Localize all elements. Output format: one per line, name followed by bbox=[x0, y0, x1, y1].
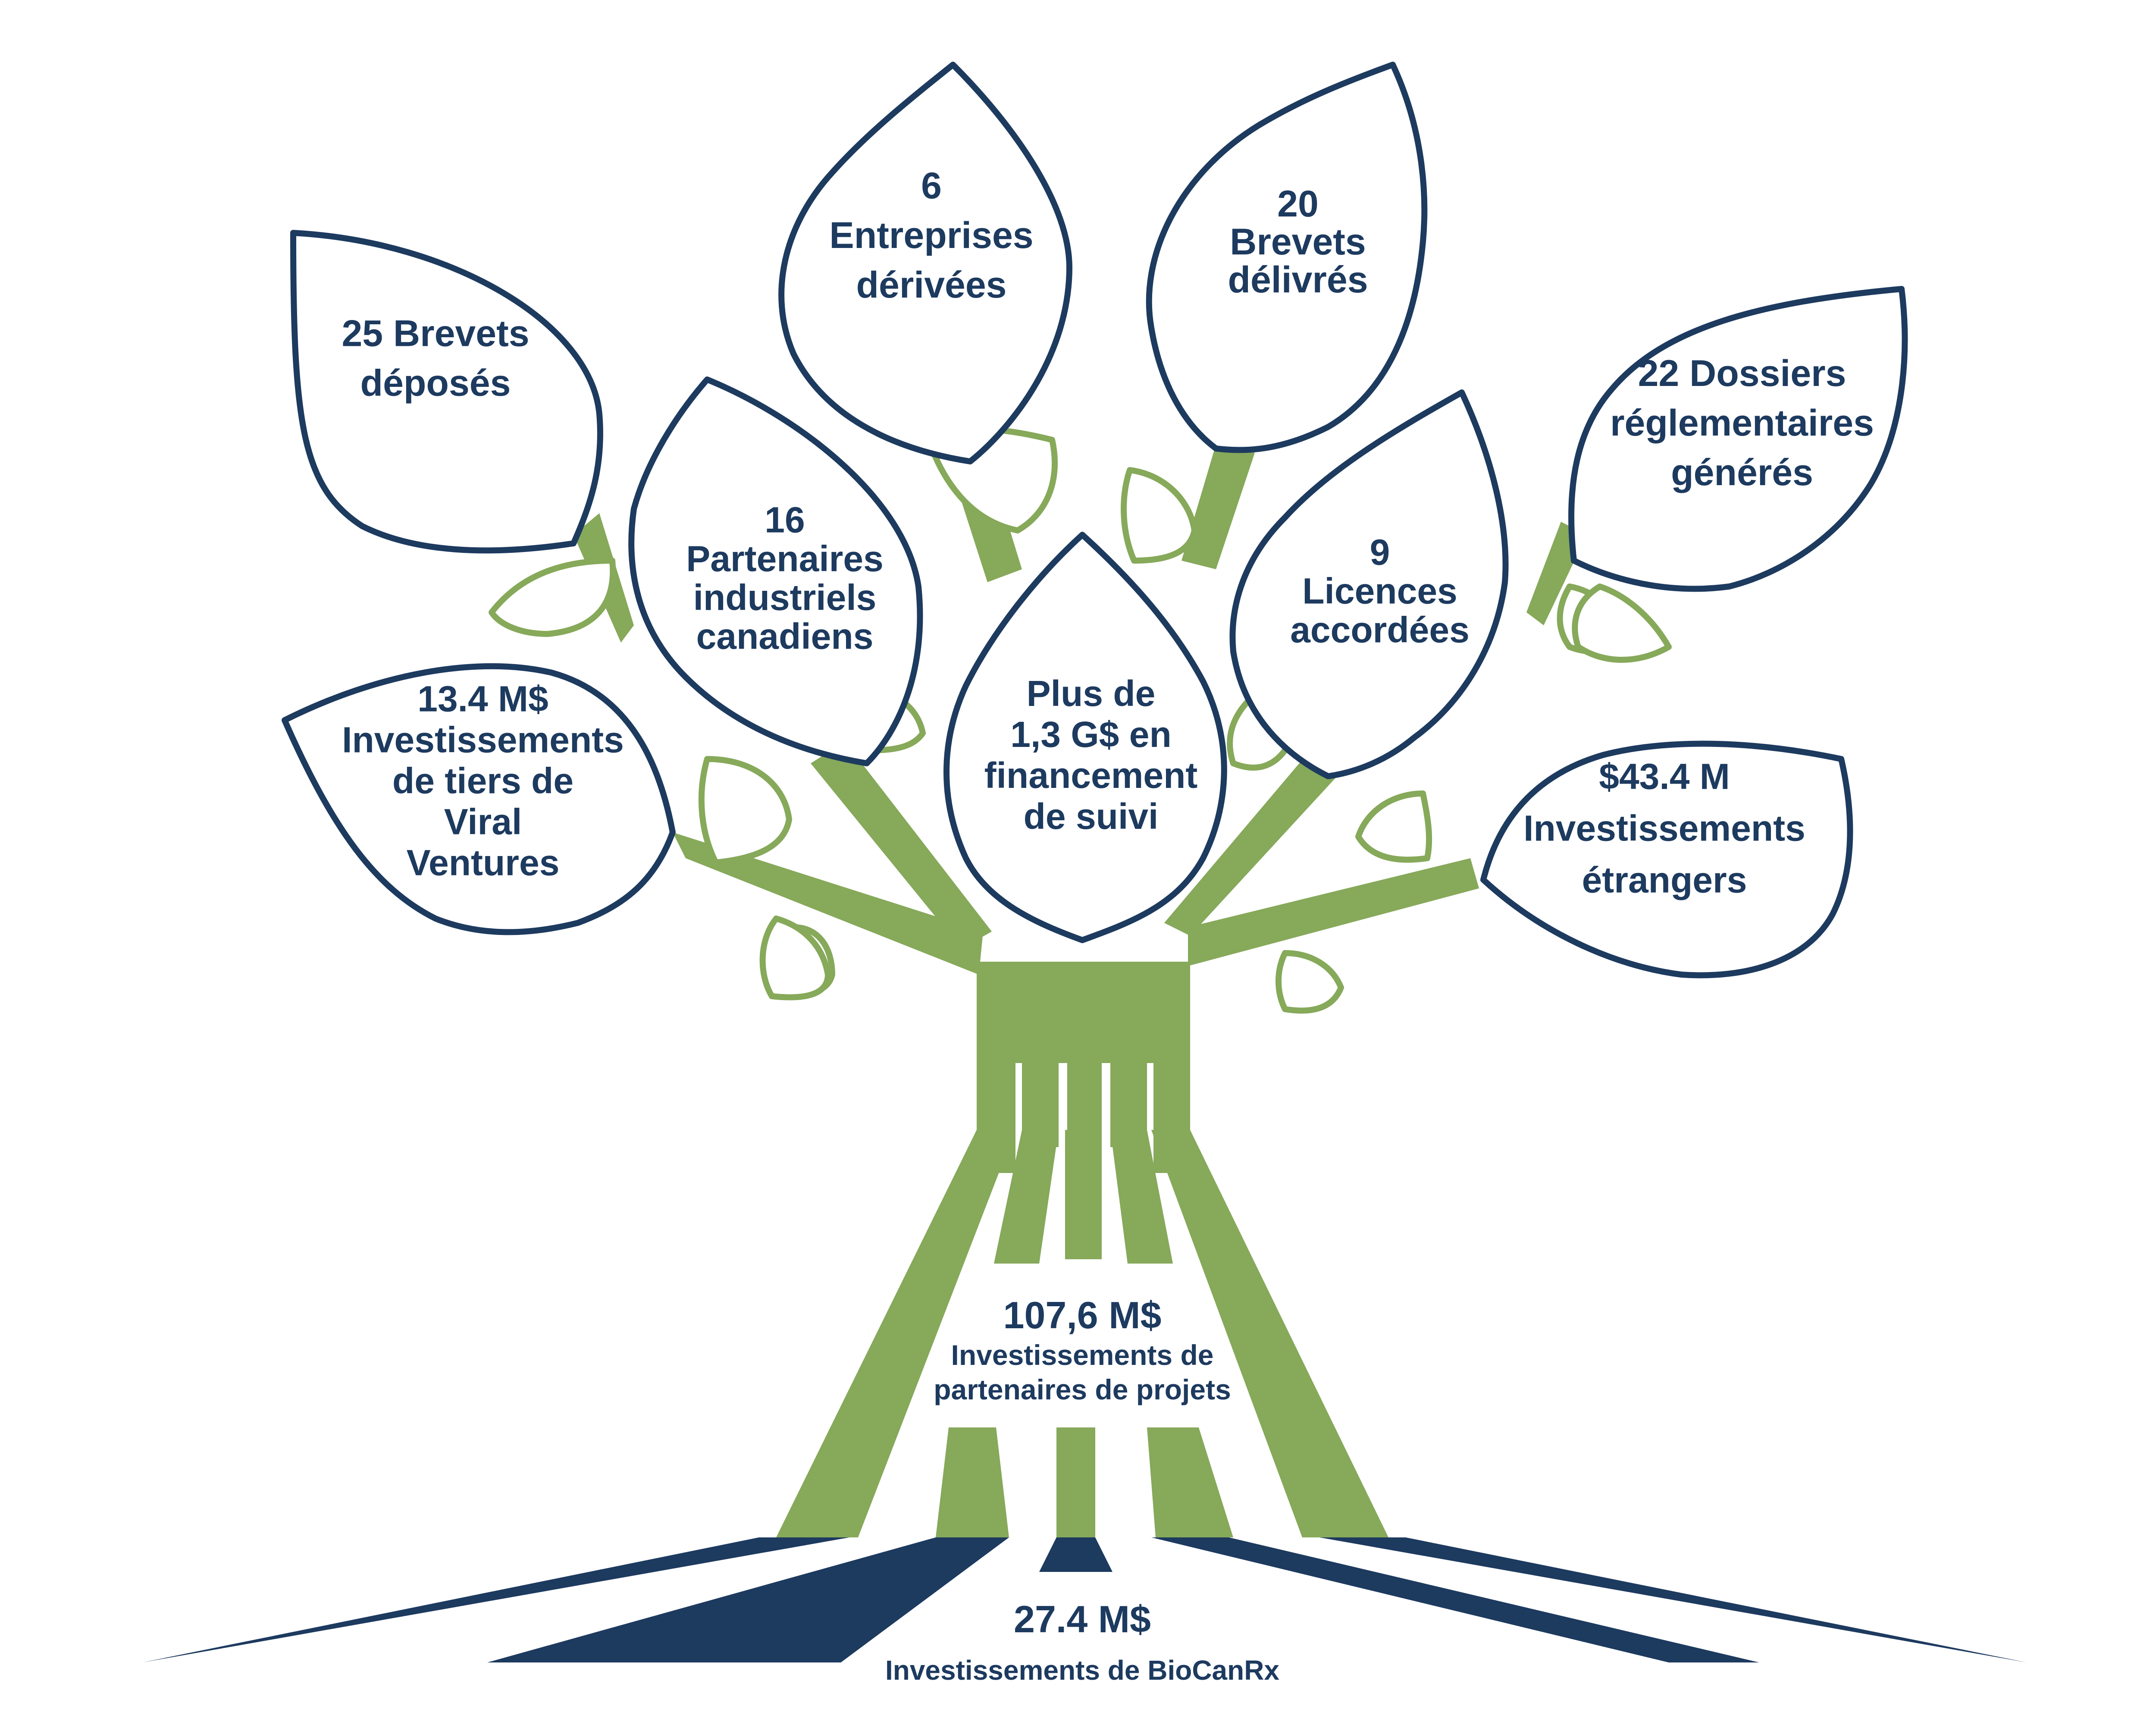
root-far-left bbox=[142, 1537, 849, 1662]
leaf-label-financement-suivi-line-3: financement bbox=[984, 755, 1198, 796]
root-far-right bbox=[1319, 1537, 2027, 1662]
small-leaf-icon bbox=[1355, 790, 1432, 863]
branch-left-diagonal bbox=[811, 742, 992, 949]
trunk-strand-center bbox=[1065, 1130, 1102, 1259]
leaf-label-investissements-etrangers-line-2: Investissements bbox=[1523, 808, 1805, 848]
leaf-label-investissements-etrangers-line-1: $43.4 M bbox=[1599, 756, 1730, 797]
roots-amount: 27.4 M$ bbox=[1014, 1598, 1151, 1640]
trunk-and-branches bbox=[573, 444, 1587, 1537]
leaf-label-brevets-delivres-line-1: 20 bbox=[1277, 183, 1319, 225]
leaf-label-brevets-delivres-line-2: Brevets bbox=[1230, 221, 1366, 263]
trunk-label-line1: Investissements de bbox=[951, 1339, 1214, 1371]
trunk-label: 107,6 M$ Investissements de partenaires … bbox=[934, 1294, 1231, 1405]
trunk-strand-left bbox=[994, 1130, 1059, 1264]
leaf-label-partenaires-industriels-line-2: Partenaires bbox=[686, 538, 884, 579]
branch-right-long bbox=[1188, 858, 1479, 966]
small-leaf-icon bbox=[489, 558, 616, 637]
leaf-label-financement-suivi-line-1: Plus de bbox=[1027, 673, 1156, 714]
trunk-strand-far-right bbox=[1151, 1130, 1388, 1537]
leaf-brevets-deposes bbox=[290, 230, 603, 554]
leaf-label-licences-accordees-line-3: accordées bbox=[1290, 609, 1470, 650]
leaf-label-entreprises-derivees-line-1: 6 bbox=[921, 165, 942, 207]
leaf-label-financement-suivi-line-2: 1,3 G$ en bbox=[1010, 714, 1172, 755]
roots-label: 27.4 M$ Investissements de BioCanRx bbox=[885, 1598, 1280, 1686]
small-leaf-icon bbox=[759, 916, 831, 1000]
leaf-label-dossiers-reglementaires-line-3: générés bbox=[1671, 452, 1813, 493]
leaf-entreprises-derivees bbox=[778, 62, 1072, 464]
leaf-partenaires-industriels bbox=[628, 376, 923, 766]
leaf-viral-ventures bbox=[282, 663, 676, 935]
branch-right-diagonal bbox=[1164, 755, 1341, 936]
leaf-financement-suivi bbox=[943, 532, 1227, 943]
leaf-label-brevets-deposes-line-2: déposés bbox=[360, 363, 511, 404]
leaf-label-licences-accordees-line-1: 9 bbox=[1370, 532, 1390, 572]
root-center bbox=[1039, 1537, 1112, 1572]
leaf-label-brevets-delivres-line-3: délivrés bbox=[1228, 259, 1368, 301]
leaf-label-viral-ventures-line-4: Viral bbox=[444, 801, 522, 842]
trunk-strand-far-left bbox=[776, 1130, 1015, 1537]
leaf-label-partenaires-industriels-line-1: 16 bbox=[765, 499, 805, 540]
small-leaf-icon bbox=[698, 756, 792, 866]
roots-description: Investissements de BioCanRx bbox=[885, 1655, 1280, 1686]
leaf-label-partenaires-industriels-line-4: canadiens bbox=[696, 616, 874, 656]
root-right bbox=[1151, 1537, 1759, 1662]
leaf-label-investissements-etrangers-line-3: étrangers bbox=[1582, 859, 1747, 900]
trunk-amount: 107,6 M$ bbox=[1003, 1294, 1162, 1336]
root-strand-right bbox=[1147, 1427, 1233, 1537]
leaf-label-entreprises-derivees-line-2: Entreprises bbox=[829, 215, 1033, 256]
leaf-label-dossiers-reglementaires-line-1: 22 Dossiers bbox=[1638, 353, 1846, 394]
leaf-label-viral-ventures-line-5: Ventures bbox=[407, 842, 560, 883]
small-leaf-icon bbox=[1572, 583, 1672, 663]
roots bbox=[142, 1537, 2027, 1662]
trunk-label-line2: partenaires de projets bbox=[934, 1374, 1231, 1405]
leaf-licences-accordees bbox=[1229, 389, 1509, 779]
branch-top-right bbox=[1181, 444, 1255, 569]
leaf-label-partenaires-industriels-line-3: industriels bbox=[693, 577, 877, 618]
small-leaf-icon bbox=[1275, 950, 1344, 1014]
leaf-label-licences-accordees-line-2: Licences bbox=[1302, 571, 1457, 611]
metric-leaves bbox=[282, 62, 1908, 979]
leaf-label-entreprises-derivees-line-3: dérivées bbox=[856, 264, 1006, 306]
root-strand-left bbox=[936, 1427, 1009, 1537]
leaf-brevets-delivres bbox=[1146, 62, 1428, 453]
leaf-investissements-etrangers bbox=[1480, 740, 1853, 979]
leaf-label-viral-ventures-line-1: 13.4 M$ bbox=[417, 678, 548, 719]
leaf-label-brevets-deposes-line-1: 25 Brevets bbox=[342, 313, 529, 354]
leaf-label-viral-ventures-line-3: de tiers de bbox=[392, 760, 573, 801]
leaf-label-viral-ventures-line-2: Investissements bbox=[342, 719, 624, 760]
leaf-label-dossiers-reglementaires-line-2: réglementaires bbox=[1610, 402, 1874, 444]
root-left bbox=[487, 1537, 1009, 1662]
small-leaf-icon bbox=[1121, 467, 1197, 564]
trunk-strand-right bbox=[1110, 1130, 1173, 1264]
leaf-label-financement-suivi-line-4: de suivi bbox=[1024, 796, 1159, 837]
trunk-block bbox=[977, 962, 1190, 1063]
branch-left-long bbox=[673, 832, 983, 975]
root-strand-center bbox=[1056, 1427, 1095, 1537]
leaf-dossiers-reglementaires bbox=[1568, 286, 1908, 592]
